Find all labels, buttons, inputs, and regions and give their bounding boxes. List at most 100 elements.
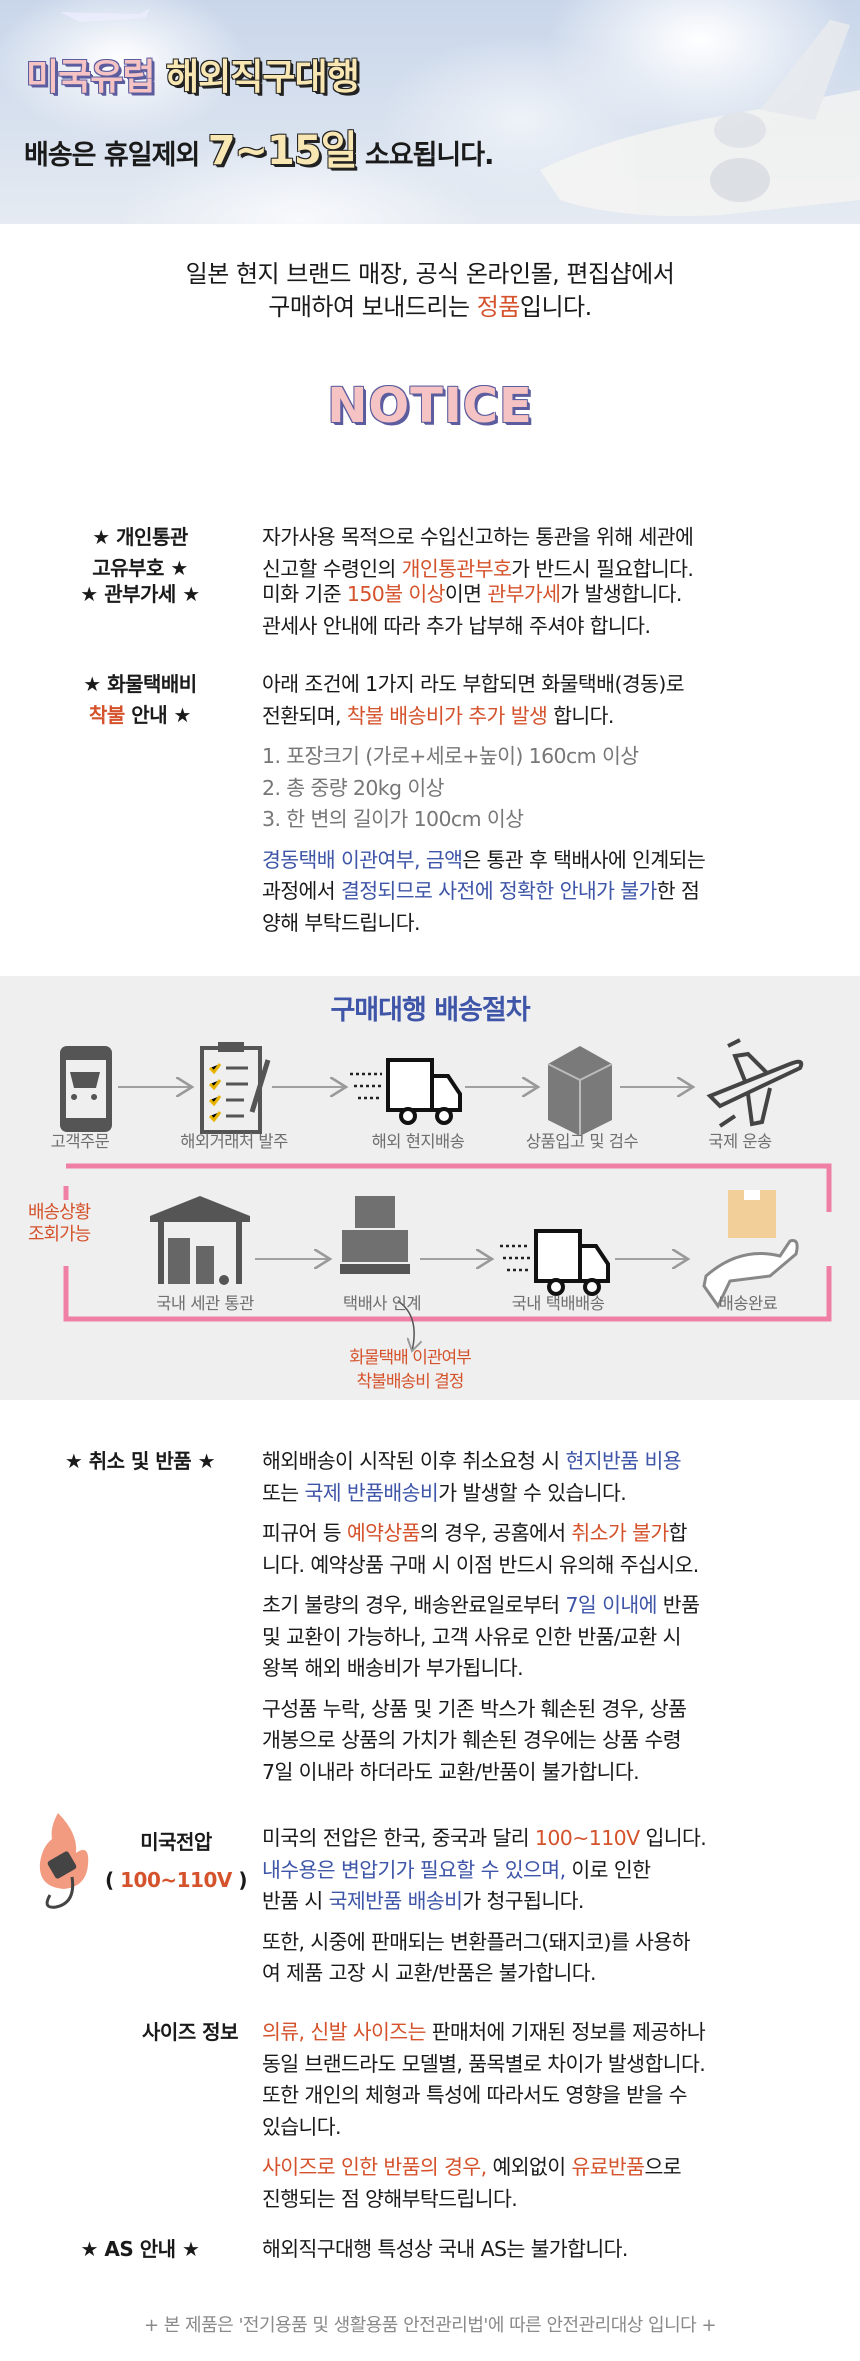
text-segment: 해외배송이 시작된 이후 취소요청 시 [262, 1449, 566, 1473]
text-segment: 전환되며, [262, 703, 347, 728]
text-segment: 의 경우, 공홈에서 [419, 1521, 572, 1545]
highlight-orange: 의류, 신발 사이즈는 [262, 2020, 426, 2044]
text-segment: 해외직구대행 특성상 국내 AS는 불가합니다. [262, 2237, 628, 2261]
step-overseas-order: 해외거래처 발주 [180, 1132, 288, 1151]
highlight-blue: 7일 이내에 [565, 1593, 657, 1617]
banner-sub-b: 소요됩니다. [364, 140, 494, 171]
tracking-line-1: 배송상황 [28, 1202, 91, 1223]
step-inspection: 상품입고 및 검수 [525, 1132, 639, 1151]
domestic-truck-icon [500, 1229, 610, 1296]
phone-cart-icon [60, 1046, 112, 1132]
text-segment: ★ 개인통관 [92, 525, 188, 549]
condition-text: 3. 한 변의 길이가 100cm 이상 [262, 807, 524, 831]
text-line: 왕복 해외 배송비가 부가됩니다. [262, 1653, 822, 1685]
delivery-complete-icon [702, 1190, 799, 1309]
intro-line-2b: 입니다. [519, 293, 592, 321]
truck-icon [350, 1058, 462, 1125]
text-segment: 여 제품 고장 시 교환/반품은 불가합니다. [262, 1961, 597, 1985]
text-segment: ★ 취소 및 반품 ★ [64, 1449, 216, 1473]
text-line: 개봉으로 상품의 가치가 훼손된 경우에는 상품 수령 [262, 1725, 822, 1757]
plug-fire-icon [39, 1813, 89, 1909]
text-segment: 예외없이 [486, 2155, 572, 2179]
text-line: 관세사 안내에 따라 추가 납부해 주셔야 합니다. [262, 611, 822, 643]
text-segment: 이면 [444, 582, 488, 606]
intro-text: 일본 현지 브랜드 매장, 공식 온라인몰, 편집샵에서 구매하여 보내드리는 … [0, 258, 860, 324]
process-diagram [60, 1038, 832, 1400]
step-delivered: 배송완료 [718, 1294, 778, 1313]
step-customs: 국내 세관 통관 [156, 1294, 254, 1313]
text-segment: 가 청구됩니다. [462, 1889, 584, 1913]
step-customer-order: 고객주문 [50, 1132, 110, 1151]
text-segment: 미화 기준 [262, 582, 347, 606]
highlight-orange: 예약상품 [346, 1521, 421, 1545]
step-domestic-delivery: 국내 택배배송 [511, 1294, 605, 1313]
text-segment: 미국전압 [140, 1830, 212, 1854]
text-segment: 관세사 안내에 따라 추가 납부해 주셔야 합니다. [262, 613, 651, 638]
text-line: 3. 한 변의 길이가 100cm 이상 [262, 804, 822, 836]
banner-days: 7~15일 [207, 128, 358, 174]
text-segment: 초기 불량의 경우, 배송완료일로부터 [262, 1593, 566, 1617]
step-courier-handover: 택배사 인계 [342, 1294, 422, 1313]
text-segment: 으로 [644, 2155, 681, 2179]
airplane-shipping-icon [706, 1038, 804, 1128]
label-line: ★ 취소 및 반품 ★ [40, 1446, 240, 1477]
text-segment: 한 점 [656, 879, 700, 903]
text-segment: 및 교환이 가능하나, 고객 사유로 인한 반품/교환 시 [262, 1624, 681, 1649]
tracking-line-2: 조회가능 [28, 1224, 91, 1245]
freight-note-line-1: 화물택배 이관여부 [349, 1348, 472, 1368]
text-line: 전환되며, 착불 배송비가 추가 발생 합니다. [262, 701, 822, 733]
intro-line-2: 구매하여 보내드리는 정품입니다. [0, 291, 860, 324]
highlight-blue: 경동택배 이관여부, 금액 [262, 847, 463, 872]
highlight-orange: 취소가 불가 [571, 1521, 669, 1545]
text-line: 과정에서 결정되므로 사전에 정확한 안내가 불가한 점 [262, 876, 822, 908]
size-label: 사이즈 정보 [110, 2017, 270, 2048]
banner-sub-a: 배송은 휴일제외 [24, 140, 200, 171]
text-segment: 동일 브랜드라도 모델별, 품목별로 차이가 발생합니다. [262, 2051, 706, 2076]
text-segment: 입니다. [639, 1826, 707, 1850]
duty-label: ★ 관부가세 ★ [40, 579, 240, 610]
text-segment: 합 [668, 1521, 688, 1545]
label-line: ★ AS 안내 ★ [40, 2234, 240, 2265]
text-segment: 안내 ★ [124, 703, 191, 727]
text-segment: 7일 이내라 하더라도 교환/반품이 불가합니다. [262, 1759, 640, 1784]
text-line: 양해 부탁드립니다. [262, 908, 822, 940]
text-segment: 또한 개인의 체형과 특성에 따라서도 영향을 받을 수 [262, 2083, 687, 2107]
text-segment: 자가사용 목적으로 수입신고하는 통관을 위해 세관에 [262, 525, 694, 549]
text-segment: 반품 시 [262, 1889, 329, 1913]
text-line: 초기 불량의 경우, 배송완료일로부터 7일 이내에 반품 [262, 1590, 822, 1622]
text-line: 진행되는 점 양해부탁드립니다. [262, 2184, 822, 2216]
label-line: 사이즈 정보 [110, 2017, 270, 2048]
as-label: ★ AS 안내 ★ [40, 2234, 240, 2265]
text-segment: 판매처에 기재된 정보를 제공하나 [425, 2020, 706, 2044]
shipping-process-panel: 구매대행 배송절차 고객주문 해외거래처 발주 해외 현지배송 상품입고 및 검… [0, 976, 860, 1400]
highlight-orange: 개인통관부호 [401, 556, 512, 581]
condition-text: 2. 총 중량 20kg 이상 [262, 775, 445, 800]
text-segment: ) [231, 1868, 247, 1892]
text-segment: 신고할 수령인의 [262, 556, 402, 581]
highlight-orange: 관부가세 [487, 582, 561, 606]
text-line: 또는 국제 반품배송비가 발생할 수 있습니다. [262, 1478, 822, 1510]
text-line: 미화 기준 150불 이상이면 관부가세가 발생합니다. [262, 579, 822, 611]
safety-footer-note: + 본 제품은 '전기용품 및 생활용품 안전관리법'에 따른 안전관리대상 입… [143, 2315, 717, 2336]
paragraph: 미국의 전압은 한국, 중국과 달리 100~110V 입니다.내수용은 변압기… [262, 1823, 822, 1918]
tracking-available-label: 배송상황 조회가능 [28, 1200, 91, 1248]
process-title: 구매대행 배송절차 [330, 995, 530, 1026]
text-line: 니다. 예약상품 구매 시 이점 반드시 유의해 주십시오. [262, 1550, 822, 1582]
duty-description: 미화 기준 150불 이상이면 관부가세가 발생합니다.관세사 안내에 따라 추… [262, 579, 822, 642]
text-segment: 미국의 전압은 한국, 중국과 달리 [262, 1826, 535, 1850]
label-line: 고유부호 ★ [40, 553, 240, 584]
pallet-boxes-icon [340, 1196, 410, 1274]
